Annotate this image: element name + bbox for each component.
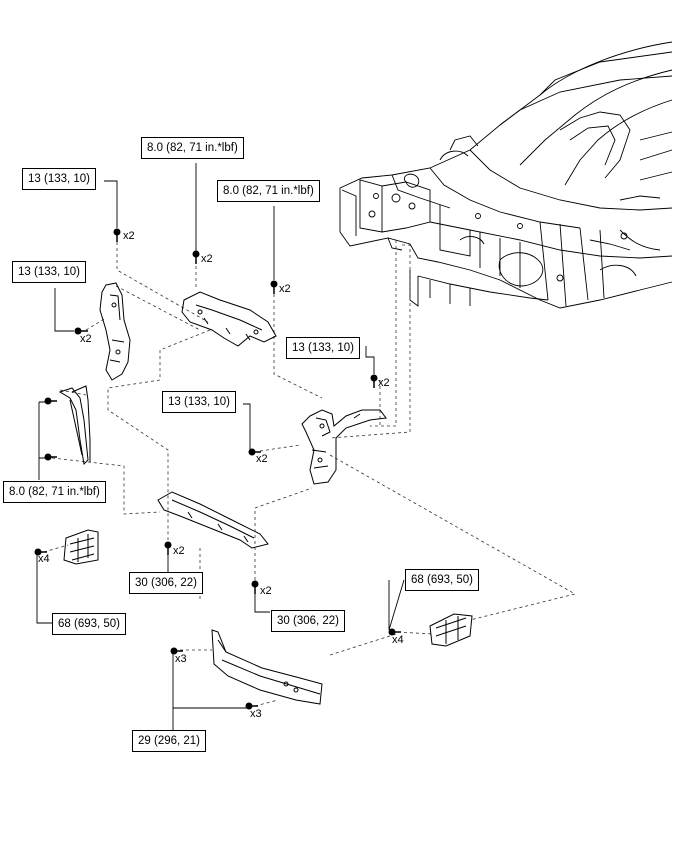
alignment-dashed-lines [43, 236, 577, 707]
quantity-label: x2 [279, 283, 291, 295]
torque-callout: 68 (693, 50) [405, 569, 480, 591]
torque-callout: 30 (306, 22) [129, 572, 204, 594]
torque-callout: 8.0 (82, 71 in.*lbf) [3, 481, 106, 503]
leader-lines [36, 163, 405, 731]
torque-callout: 13 (133, 10) [286, 337, 361, 359]
torque-callout: 8.0 (82, 71 in.*lbf) [141, 137, 244, 159]
torque-callout: 13 (133, 10) [12, 261, 87, 283]
torque-callout: 13 (133, 10) [162, 391, 237, 413]
left-vertical-brace [58, 385, 91, 466]
quantity-label: x2 [256, 453, 268, 465]
bumper-reinforcement [211, 629, 323, 705]
quantity-label: x2 [260, 585, 272, 597]
torque-callout: 13 (133, 10) [22, 168, 97, 190]
right-side-bracket [301, 409, 387, 485]
left-lower-bracket [63, 529, 99, 565]
radiator-support-upper [181, 291, 277, 347]
quantity-label: x2 [173, 545, 185, 557]
quantity-label: x3 [250, 708, 262, 720]
quantity-label: x2 [123, 230, 135, 242]
torque-callout: 68 (693, 50) [52, 613, 127, 635]
quantity-label: x4 [38, 553, 50, 565]
vehicle-body-structure [339, 41, 673, 309]
torque-callout: 29 (296, 21) [132, 730, 207, 752]
lower-cross-member [157, 491, 269, 549]
quantity-label: x2 [378, 377, 390, 389]
torque-callout: 8.0 (82, 71 in.*lbf) [217, 180, 320, 202]
quantity-label: x4 [392, 634, 404, 646]
quantity-label: x3 [175, 653, 187, 665]
quantity-label: x2 [201, 253, 213, 265]
torque-callout: 30 (306, 22) [271, 610, 346, 632]
quantity-label: x2 [80, 333, 92, 345]
upper-left-bracket [99, 282, 131, 381]
bolts [34, 228, 401, 710]
right-lower-bracket [429, 613, 473, 647]
